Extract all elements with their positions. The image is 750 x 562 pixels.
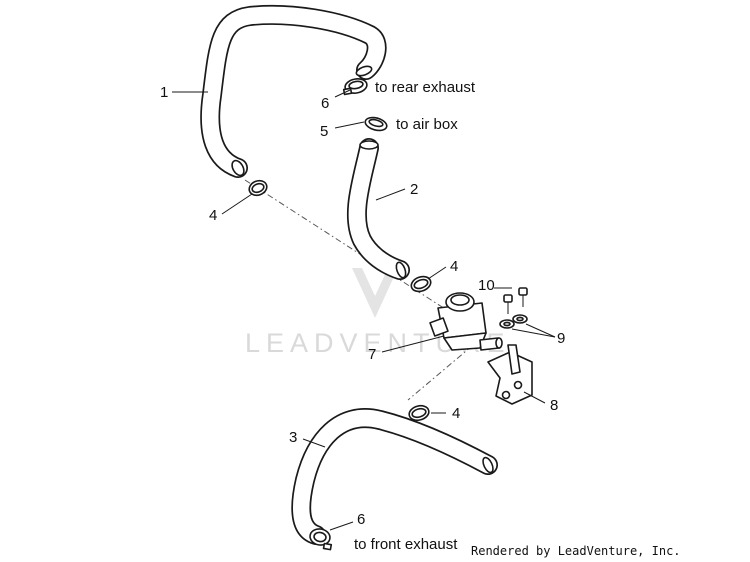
callout-4-middle: 4	[450, 258, 458, 275]
callout-8: 8	[550, 397, 558, 414]
assembly-centerlines	[244, 179, 473, 401]
bracket-part-8	[487, 344, 533, 405]
note-rear-exhaust: to rear exhaust	[375, 79, 476, 96]
callout-10: 10	[478, 277, 495, 294]
clamp-part-4-upper	[248, 179, 268, 197]
clamp-part-6-lower	[309, 528, 333, 551]
centerline-lower	[407, 345, 473, 401]
callout-6-lower: 6	[357, 511, 365, 528]
callout-6-upper: 6	[321, 95, 329, 112]
rendered-by-credit: Rendered by LeadVenture, Inc.	[471, 544, 681, 558]
clamp-part-5	[364, 116, 388, 132]
note-front-exhaust: to front exhaust	[354, 536, 458, 553]
watermark-logo-mark	[352, 268, 398, 318]
washers-part-9	[499, 314, 528, 329]
note-air-box: to air box	[396, 116, 458, 133]
hose-part-2	[346, 138, 410, 280]
callout-5: 5	[320, 123, 328, 140]
callout-7: 7	[368, 346, 376, 363]
callout-4-lower: 4	[452, 405, 460, 422]
callout-2: 2	[410, 181, 418, 198]
leader-lines	[172, 89, 556, 531]
clamp-part-6-upper	[342, 78, 368, 96]
callout-numbers: 1 6 5 4 2 4 10 9 7 8 4 3 6	[160, 84, 565, 528]
callout-4-upper: 4	[209, 207, 217, 224]
hose-part-1	[200, 4, 387, 178]
hose-part-3	[291, 408, 498, 545]
clamp-part-4-lower	[408, 404, 430, 422]
destination-notes: to rear exhaust to air box to front exha…	[354, 79, 476, 553]
callout-3: 3	[289, 429, 297, 446]
valve-part-7	[429, 292, 503, 351]
callout-9: 9	[557, 330, 565, 347]
screws-part-10	[503, 287, 528, 314]
centerline-upper	[244, 179, 471, 326]
callout-1: 1	[160, 84, 168, 101]
clamp-part-4-middle	[410, 275, 432, 293]
